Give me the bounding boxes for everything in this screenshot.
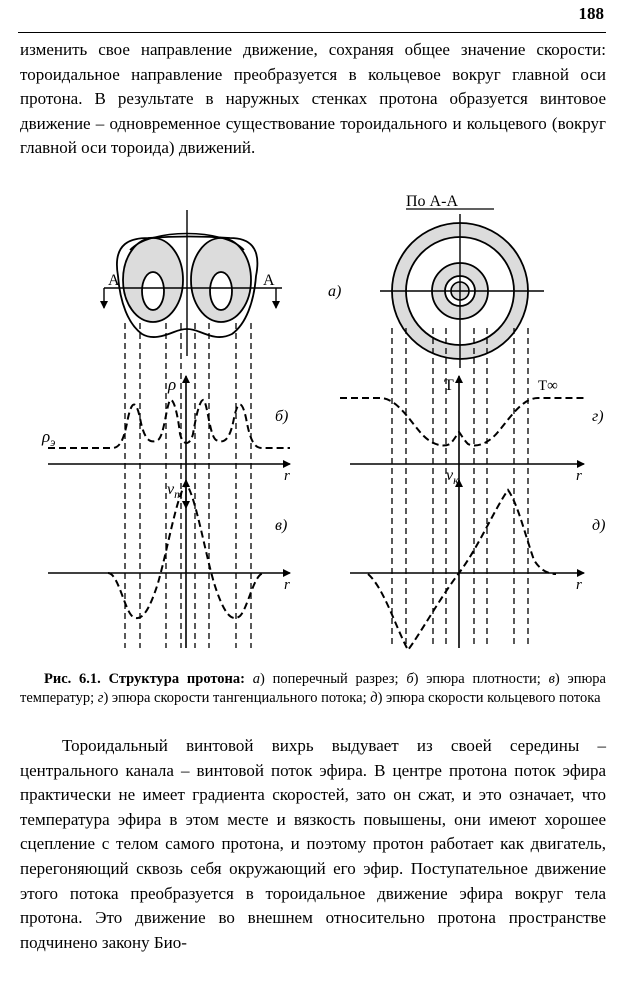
rho-label: ρ bbox=[167, 375, 176, 394]
section-view-drawing: По А-А bbox=[380, 193, 544, 368]
r-label-v: r bbox=[284, 577, 290, 593]
T-inf-label: T∞ bbox=[538, 378, 558, 394]
paragraph-bottom: Тороидальный винтовой вихрь выдувает из … bbox=[20, 736, 606, 952]
vk-curve bbox=[367, 488, 557, 652]
caption-label: Рис. 6.1. Структура протона: bbox=[44, 671, 245, 687]
r-label-d: r bbox=[576, 577, 582, 593]
torus-left-section bbox=[122, 237, 184, 323]
panel-label-d: д) bbox=[592, 517, 605, 534]
vt-label: vт bbox=[167, 481, 183, 501]
panel-label-b: б) bbox=[275, 408, 288, 425]
cut-label-right: А bbox=[263, 272, 275, 289]
paragraph-top: изменить свое направление движение, сохр… bbox=[20, 40, 606, 158]
tangential-velocity-plot: vт r bbox=[48, 479, 291, 648]
guide-lines-left bbox=[124, 323, 252, 648]
page-number: 188 bbox=[578, 4, 605, 23]
header-rule bbox=[18, 32, 606, 33]
density-plot: ρ ρэ r bbox=[41, 375, 291, 484]
vt-curve bbox=[107, 481, 265, 619]
temp-curve bbox=[340, 397, 584, 447]
cross-section-drawing: А А bbox=[100, 210, 282, 356]
r-label-g: r bbox=[576, 468, 582, 484]
section-label: По А-А bbox=[406, 193, 458, 210]
panel-label-g: г) bbox=[592, 408, 604, 425]
vk-label: vк bbox=[446, 467, 459, 487]
figure-proton-structure: А А ρ ρэ r vт r а) б) в) По А-А bbox=[41, 193, 605, 652]
torus-right-section bbox=[190, 237, 252, 323]
temperature-plot: T T∞ r bbox=[340, 375, 585, 484]
cut-label-left: А bbox=[108, 272, 120, 289]
panel-label-a: а) bbox=[328, 283, 341, 300]
panel-label-v: в) bbox=[275, 517, 287, 534]
rho-e-label: ρэ bbox=[41, 427, 55, 449]
density-curve bbox=[48, 398, 290, 449]
ring-velocity-plot: vк r bbox=[350, 467, 585, 652]
guide-lines-right bbox=[391, 328, 529, 648]
r-label-b: r bbox=[284, 468, 290, 484]
figure-caption: Рис. 6.1. Структура протона: а) поперечн… bbox=[20, 671, 606, 706]
T-label: T bbox=[444, 377, 454, 394]
